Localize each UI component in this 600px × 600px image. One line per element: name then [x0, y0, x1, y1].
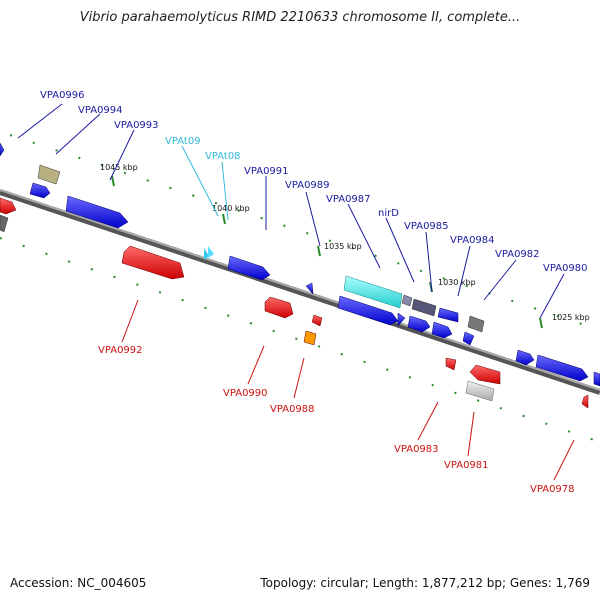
gene-vpa0997[interactable] [0, 142, 5, 157]
label-vpa0985: VPA0985 [404, 221, 449, 232]
label-vpa0991: VPA0991 [244, 166, 289, 177]
gene-vpa0977[interactable] [593, 371, 600, 387]
position-ticks: 1045 kbp 1040 kbp 1035 kbp 1030 kbp 1025… [100, 163, 590, 329]
gene-vpa0998[interactable] [0, 197, 17, 215]
tick-label-1030: 1030 kbp [438, 278, 476, 287]
gene-vpa0996[interactable] [29, 182, 51, 199]
other-genes [0, 164, 485, 333]
topology-summary-text: Topology: circular; Length: 1,877,212 bp… [260, 576, 590, 590]
label-nird: nirD [378, 208, 399, 219]
gene-vpa0994[interactable] [65, 195, 129, 229]
label-vpat08: VPAt08 [205, 151, 241, 162]
gene-gray-0983[interactable] [467, 315, 485, 333]
label-vpa0987: VPA0987 [326, 194, 371, 205]
label-vpa0984: VPA0984 [450, 235, 495, 246]
label-vpa0994: VPA0994 [78, 105, 123, 116]
leader-lines-top [17, 103, 565, 319]
gene-vpa0989[interactable] [305, 282, 314, 295]
gene-labels-bottom: VPA0992 VPA0990 VPA0988 VPA0983 VPA0981 … [98, 345, 575, 495]
gene-vpat08[interactable] [208, 246, 214, 258]
label-vpa0992: VPA0992 [98, 345, 143, 356]
gene-gray-0981[interactable] [465, 380, 495, 402]
gene-vpa0986[interactable] [337, 295, 399, 326]
gene-purple[interactable] [401, 294, 413, 307]
leader-lines-bottom [121, 299, 575, 481]
gene-vpa0990[interactable] [264, 296, 294, 319]
gene-vpa0980[interactable] [515, 349, 535, 366]
map-title: Vibrio parahaemolyticus RIMD 2210633 chr… [79, 10, 521, 25]
gene-vpat09[interactable] [204, 248, 209, 260]
trna-genes [204, 246, 403, 309]
reverse-genes [0, 197, 589, 409]
label-vpa0978: VPA0978 [530, 484, 575, 495]
tick-label-1040: 1040 kbp [212, 204, 250, 213]
label-vpa0990: VPA0990 [223, 388, 268, 399]
forward-genes [0, 142, 600, 387]
label-vpa0996: VPA0996 [40, 90, 85, 101]
label-vpa0981: VPA0981 [444, 460, 489, 471]
guide-dots [0, 134, 600, 443]
gene-vpa0992[interactable] [121, 245, 185, 280]
label-vpa0982: VPA0982 [495, 249, 540, 260]
label-vpa0993: VPA0993 [114, 120, 159, 131]
gene-vpa0991[interactable] [227, 255, 271, 281]
accession-text: Accession: NC_004605 [10, 576, 147, 590]
gene-cyan-large[interactable] [343, 275, 403, 309]
gene-vpa0984b[interactable] [431, 321, 453, 339]
tick-label-1035: 1035 kbp [324, 242, 362, 251]
label-vpat09: VPAt09 [165, 136, 201, 147]
tick-label-1025: 1025 kbp [552, 313, 590, 322]
gene-vpa0989r[interactable] [311, 314, 323, 327]
chromosome-backbone [0, 189, 600, 395]
gene-labels-top: VPA0996 VPA0994 VPA0993 VPAt09 VPAt08 VP… [40, 90, 588, 274]
gene-vpa0979[interactable] [535, 354, 589, 382]
tick-label-1045: 1045 kbp [100, 163, 138, 172]
gene-vpa0981[interactable] [469, 364, 501, 385]
gene-vpa0985[interactable] [397, 312, 406, 327]
gene-vpa0984[interactable] [407, 315, 431, 333]
gene-nird[interactable] [411, 298, 437, 317]
label-vpa0983: VPA0983 [394, 444, 439, 455]
label-vpa0988: VPA0988 [270, 404, 315, 415]
label-vpa0980: VPA0980 [543, 263, 588, 274]
label-vpa0989: VPA0989 [285, 180, 330, 191]
gene-gray-left[interactable] [0, 214, 9, 233]
gene-vpa0982b[interactable] [462, 331, 475, 346]
gene-vpa0982[interactable] [437, 307, 459, 323]
gene-vpa0983[interactable] [445, 357, 457, 371]
gene-olive[interactable] [37, 164, 61, 185]
gene-vpa0978[interactable] [581, 394, 589, 409]
gene-vpa0988[interactable] [303, 330, 317, 346]
